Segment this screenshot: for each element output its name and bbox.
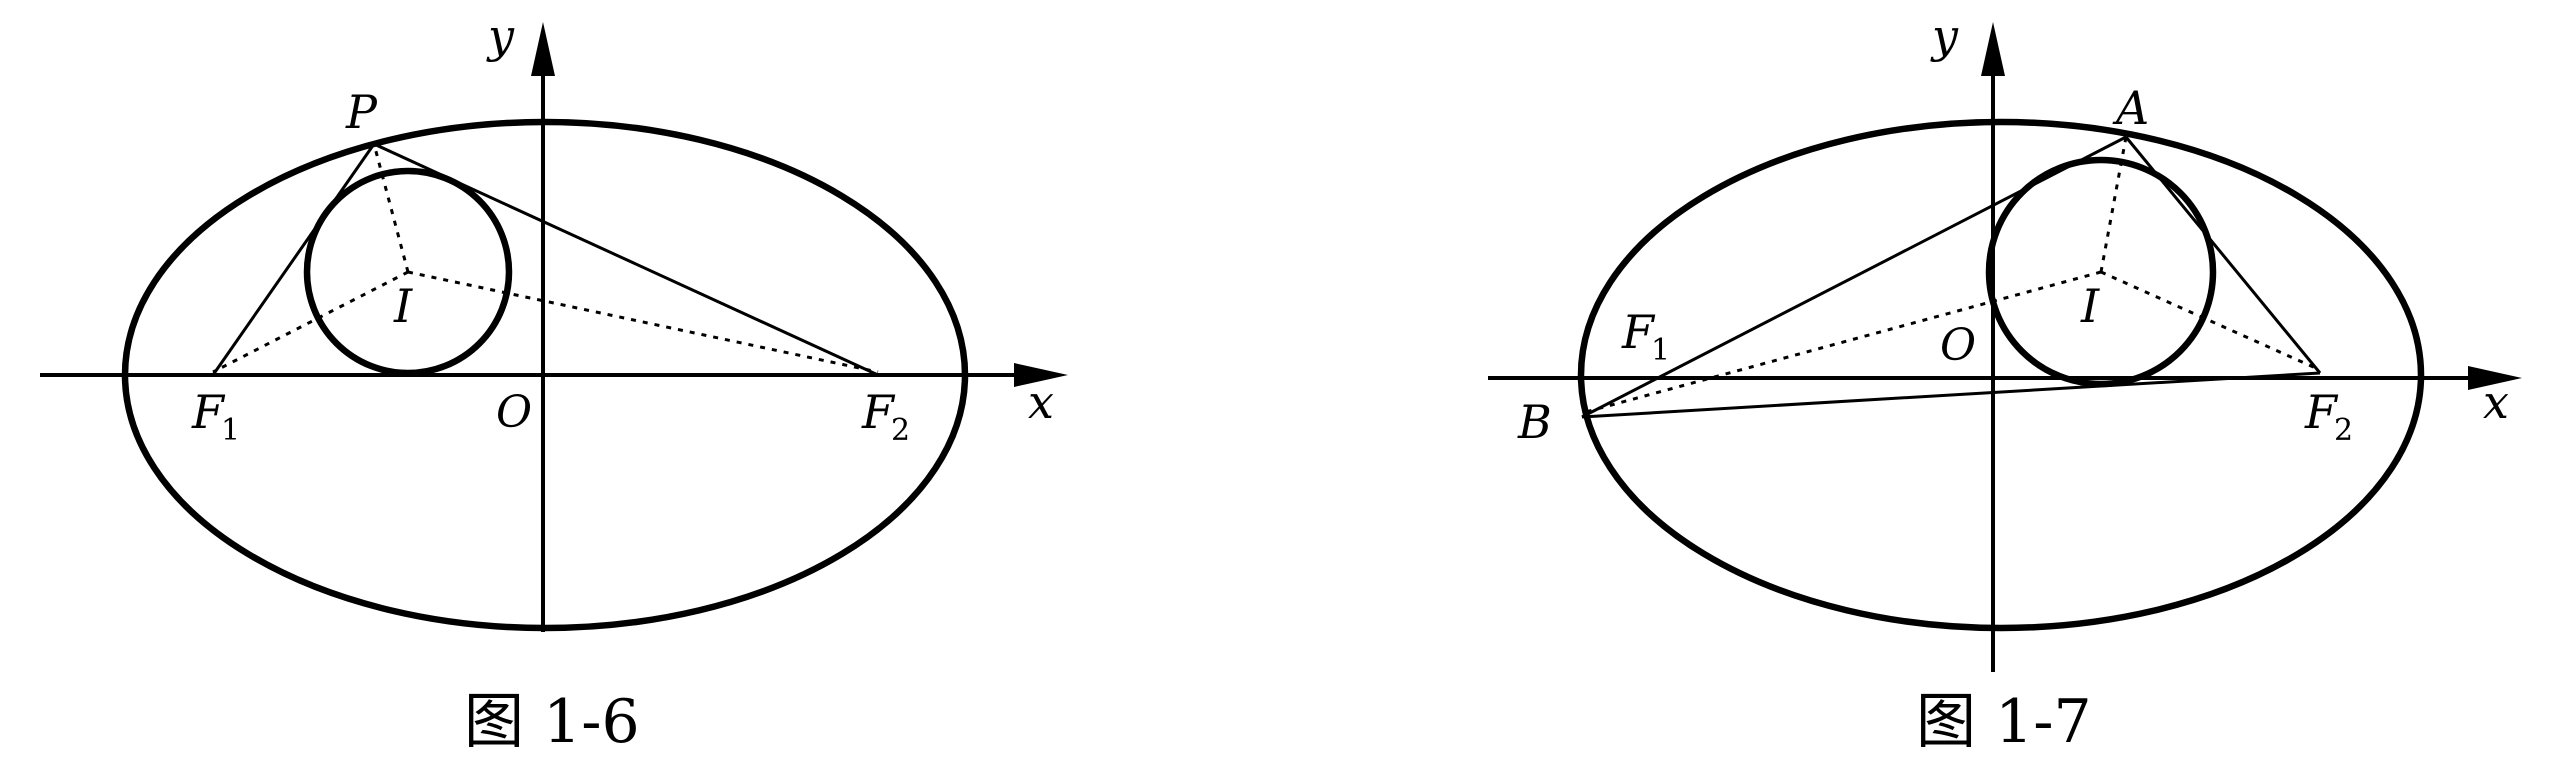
incircle [303,167,513,377]
ellipse [121,118,969,632]
dashed-IP [372,143,410,273]
label-F1-letter: F [1621,305,1656,359]
label-F2: F 2 [861,385,910,448]
dashed-IB [1581,270,2102,415]
x-axis-arrow [2468,366,2522,390]
segment-AF2 [2124,136,2322,374]
label-F1-letter: F [191,385,226,439]
label-F2-subscript: 2 [891,413,910,448]
figure-1-7: y x O A B I F 1 F 2 图 1-7 [1488,9,2522,757]
segment-BF2 [1581,371,2321,419]
label-origin: O [1940,320,1976,371]
label-F1: F 1 [1621,305,1670,368]
segment-PF1 [211,143,376,376]
label-x: x [2483,375,2509,429]
ellipse [1577,118,2425,632]
label-F2-letter: F [2304,385,2339,439]
chord-AB [1581,135,2127,419]
label-F2-letter: F [861,385,896,439]
label-B: B [1517,395,1552,449]
label-y: y [1930,9,1959,63]
dashed-IF1 [212,270,409,374]
x-axis-arrow [1014,363,1068,387]
y-axis-arrow [531,22,555,76]
segment-PF2 [373,142,879,377]
label-y: y [486,9,515,63]
label-F1-subscript: 1 [221,413,240,448]
caption-fig-1-6: 图 1-6 [464,687,640,757]
label-x: x [1028,375,1054,429]
label-A: A [2112,81,2149,135]
label-I: I [393,279,413,333]
label-F1: F 1 [191,385,240,448]
label-origin: O [496,387,532,438]
figure-1-6: y x O P I F 1 F 2 图 1-6 [40,9,1068,757]
label-F2: F 2 [2304,385,2353,448]
caption-fig-1-7: 图 1-7 [1916,687,2092,757]
dashed-IF2 [407,270,879,374]
y-axis-arrow [1981,22,2005,76]
dashed-IF2 [2100,270,2321,372]
label-F1-subscript: 1 [1651,333,1670,368]
incircle [1985,156,2217,388]
label-I: I [2080,279,2100,333]
label-F2-subscript: 2 [2334,413,2353,448]
label-P: P [345,85,378,139]
